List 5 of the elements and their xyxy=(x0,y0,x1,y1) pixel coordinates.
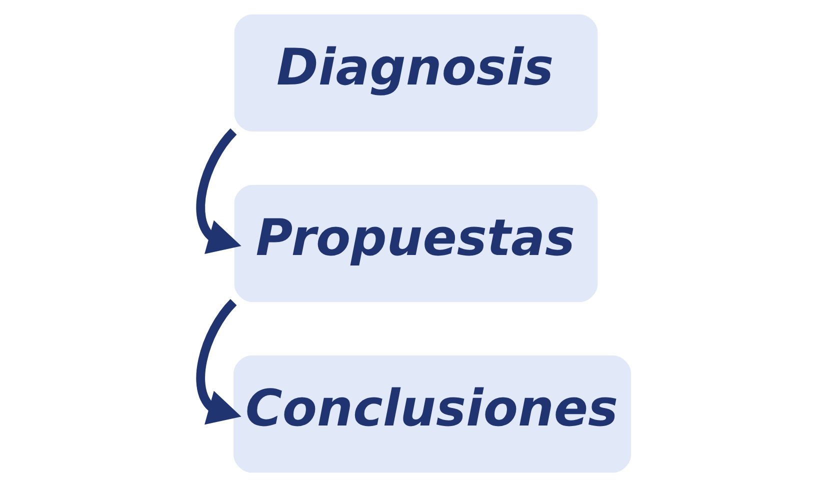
node-box: Diagnosis xyxy=(234,14,598,132)
node-box: Conclusiones xyxy=(234,355,632,473)
arrow xyxy=(196,299,242,425)
node-box: Propuestas xyxy=(234,184,598,302)
arrow xyxy=(196,128,242,254)
